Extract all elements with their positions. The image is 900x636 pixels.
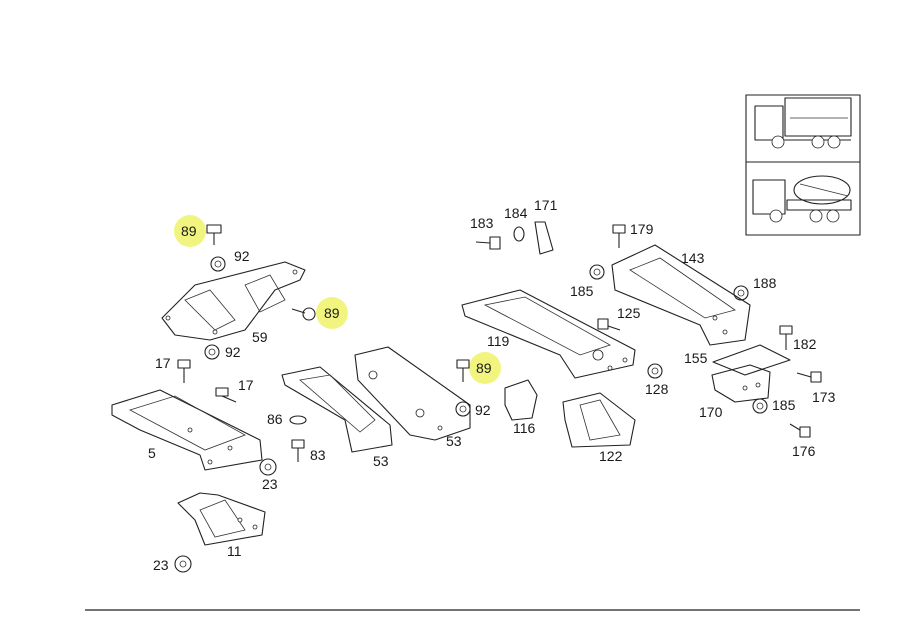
part-label: 171	[534, 197, 558, 213]
part-label: 23	[262, 476, 278, 492]
part-label: 86	[267, 411, 283, 427]
vehicle-legend	[745, 94, 861, 236]
bolt-83-icon[interactable]	[291, 439, 305, 462]
bolt-182-icon[interactable]	[779, 325, 793, 350]
part-label: 182	[793, 336, 817, 352]
part-label: 170	[699, 404, 723, 420]
part-label: 183	[470, 215, 494, 231]
nut-185-icon[interactable]	[589, 264, 605, 280]
part-11-bracket[interactable]	[177, 492, 266, 546]
clip-171-icon[interactable]	[534, 221, 554, 255]
part-label: 119	[487, 333, 510, 349]
highlight-marker	[316, 297, 348, 329]
part-label: 89	[476, 360, 492, 376]
part-label: 185	[772, 397, 796, 413]
nut-92-icon[interactable]	[204, 344, 220, 360]
part-label: 83	[310, 447, 326, 463]
part-label: 128	[645, 381, 669, 397]
part-label: 155	[684, 350, 708, 366]
part-122-bracket[interactable]	[562, 392, 636, 448]
part-label: 89	[181, 223, 197, 239]
part-label: 23	[153, 557, 169, 573]
part-119-crossmember[interactable]	[461, 289, 636, 379]
bolt-125-icon[interactable]	[597, 318, 621, 331]
bolt-89-side-icon[interactable]	[291, 307, 316, 321]
bolt-183-icon[interactable]	[475, 236, 501, 250]
part-label: 122	[599, 448, 623, 464]
bolt-89-icon[interactable]	[456, 359, 470, 382]
part-143-member[interactable]	[611, 244, 751, 346]
washer-184-icon[interactable]	[513, 226, 525, 242]
part-label: 176	[792, 443, 816, 459]
bolt-17-icon[interactable]	[215, 387, 237, 403]
highlight-marker	[174, 215, 206, 247]
part-label: 89	[324, 305, 340, 321]
nut-128-icon[interactable]	[647, 363, 663, 379]
nut-92-icon[interactable]	[210, 256, 226, 272]
part-label: 188	[753, 275, 777, 291]
truck-icon	[754, 97, 852, 149]
part-53-member-right[interactable]	[354, 346, 471, 441]
part-label: 125	[617, 305, 641, 321]
nut-23-icon[interactable]	[174, 555, 192, 573]
part-label: 59	[252, 329, 268, 345]
part-label: 17	[155, 355, 171, 371]
bolt-173-icon[interactable]	[796, 371, 822, 383]
part-label: 92	[475, 402, 491, 418]
nut-185-icon[interactable]	[752, 398, 768, 414]
part-label: 92	[234, 248, 250, 264]
part-label: 116	[513, 420, 536, 436]
bolt-17-icon[interactable]	[177, 359, 191, 383]
part-155-bracket[interactable]	[712, 344, 791, 376]
part-170-bracket[interactable]	[711, 364, 771, 403]
part-label: 5	[148, 445, 156, 461]
bolt-89-icon[interactable]	[206, 224, 222, 245]
part-label: 185	[570, 283, 594, 299]
nut-188-icon[interactable]	[733, 285, 749, 301]
part-116-block[interactable]	[504, 379, 538, 421]
part-label: 173	[812, 389, 836, 405]
part-5-crossmember[interactable]	[111, 389, 263, 471]
bolt-179-icon[interactable]	[612, 224, 626, 248]
part-label: 11	[227, 543, 242, 559]
highlight-marker	[469, 352, 501, 384]
bolt-176-icon[interactable]	[789, 423, 811, 438]
part-label: 92	[225, 344, 241, 360]
concrete-mixer-icon	[752, 175, 852, 223]
part-label: 184	[504, 205, 528, 221]
nut-92-icon[interactable]	[455, 401, 471, 417]
part-label: 143	[681, 250, 705, 266]
part-label: 17	[238, 377, 254, 393]
part-label: 53	[446, 433, 462, 449]
part-59-bracket[interactable]	[161, 261, 306, 341]
part-53-member-left[interactable]	[281, 366, 393, 453]
part-label: 179	[630, 221, 654, 237]
part-label: 53	[373, 453, 389, 469]
washer-86-icon[interactable]	[289, 415, 307, 425]
nut-23-icon[interactable]	[259, 458, 277, 476]
